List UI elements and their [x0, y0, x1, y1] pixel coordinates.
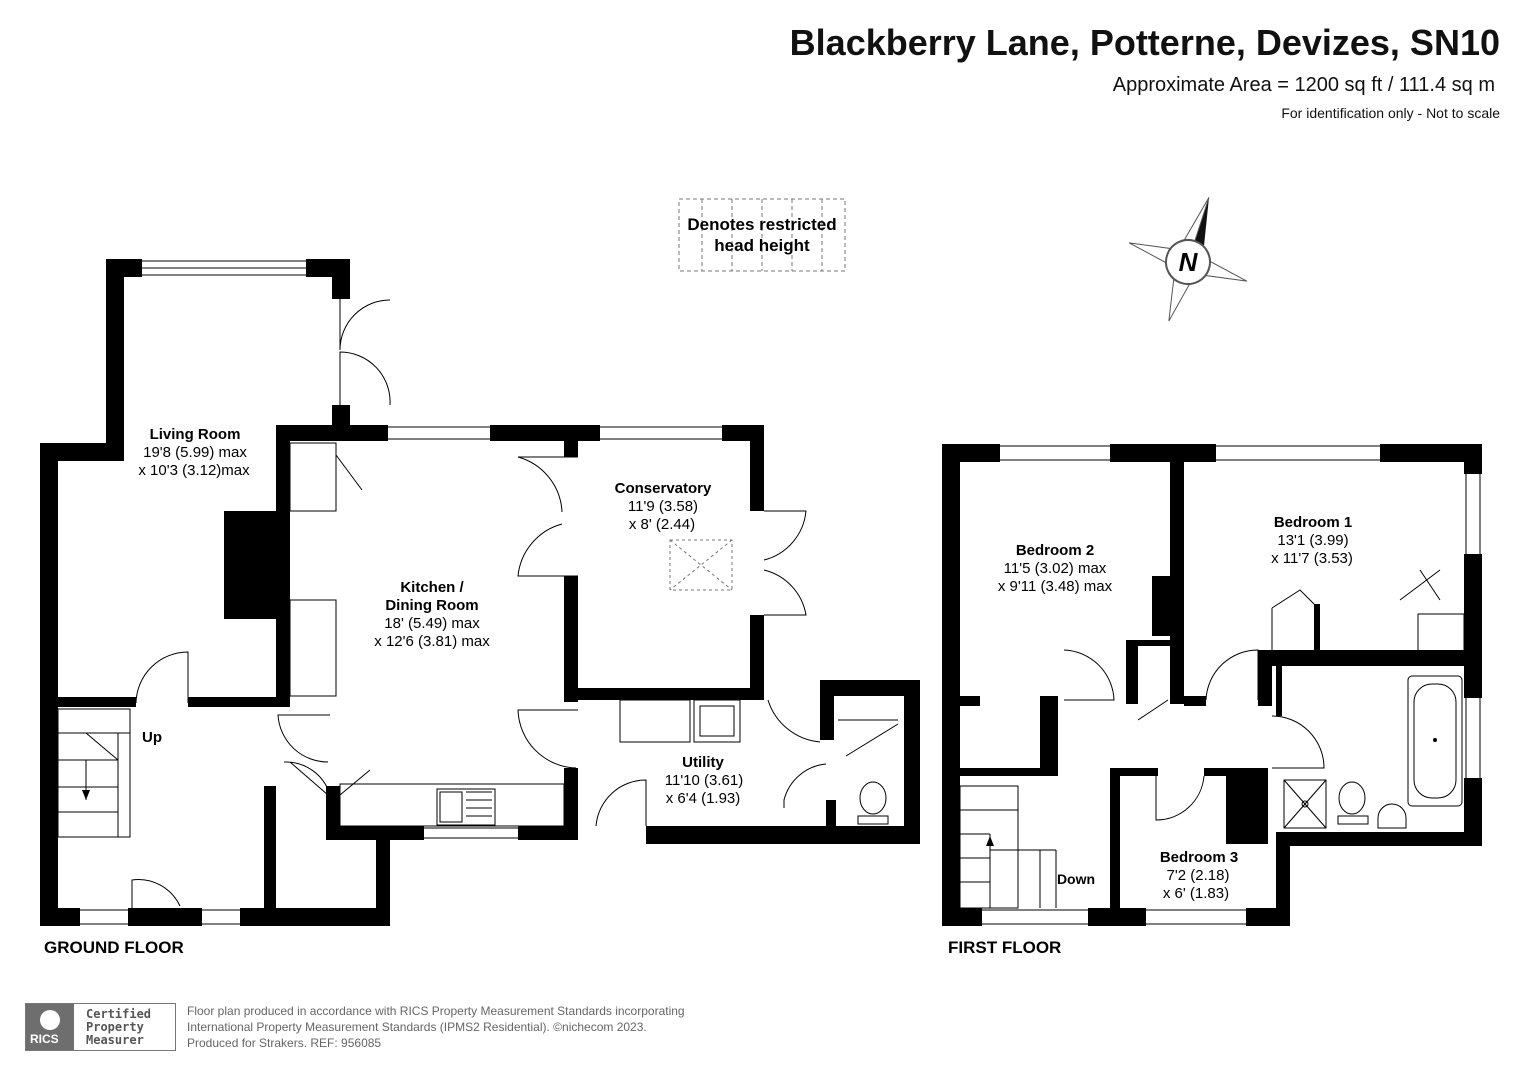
first-floor-plan [942, 444, 1482, 926]
svg-text:x 11'7 (3.53): x 11'7 (3.53) [1271, 550, 1353, 567]
footer-line-1: Floor plan produced in accordance with R… [187, 1004, 685, 1018]
svg-text:x 6'4 (1.93): x 6'4 (1.93) [666, 790, 741, 807]
conservatory-label: Conservatory 11'9 (3.58) x 8' (2.44) [615, 480, 712, 533]
rics-certification-badge: RICS Certified Property Measurer [25, 1003, 176, 1051]
identification-note: For identification only - Not to scale [1281, 105, 1500, 121]
svg-text:x 8' (2.44): x 8' (2.44) [629, 516, 695, 533]
svg-text:7'2 (2.18): 7'2 (2.18) [1167, 867, 1230, 884]
rics-logo-icon: RICS [26, 1004, 74, 1050]
property-address: Blackberry Lane, Potterne, Devizes, SN10 [789, 22, 1500, 63]
svg-text:13'1 (3.99): 13'1 (3.99) [1277, 532, 1348, 549]
bedroom-1-label: Bedroom 1 13'1 (3.99) x 11'7 (3.53) [1271, 514, 1353, 567]
svg-text:11'9 (3.58): 11'9 (3.58) [628, 498, 698, 515]
approximate-area: Approximate Area = 1200 sq ft / 111.4 sq… [1112, 74, 1495, 96]
svg-text:x 9'11 (3.48) max: x 9'11 (3.48) max [998, 578, 1113, 595]
svg-text:Kitchen /: Kitchen / [400, 579, 464, 596]
stairs-up-label: Up [142, 729, 162, 746]
legend-line-1: Denotes restricted [687, 215, 836, 234]
compass-label: N [1179, 247, 1199, 277]
living-room-label: Living Room 19'8 (5.99) max x 10'3 (3.12… [138, 426, 250, 479]
footer-line-2: International Property Measurement Stand… [187, 1020, 647, 1034]
footer-line-3: Produced for Strakers. REF: 956085 [187, 1036, 382, 1050]
ground-floor-label: GROUND FLOOR [44, 938, 184, 957]
footer-disclaimer: Floor plan produced in accordance with R… [187, 1003, 787, 1051]
bedroom-2-label: Bedroom 2 11'5 (3.02) max x 9'11 (3.48) … [998, 542, 1113, 595]
utility-label: Utility 11'10 (3.61) x 6'4 (1.93) [665, 754, 743, 807]
bedroom-3-label: Bedroom 3 7'2 (2.18) x 6' (1.83) [1160, 849, 1238, 902]
svg-text:Bedroom 3: Bedroom 3 [1160, 849, 1238, 866]
legend-line-2: head height [714, 236, 810, 255]
restricted-height-legend: Denotes restricted head height [678, 198, 846, 272]
svg-text:Dining Room: Dining Room [385, 597, 478, 614]
svg-text:11'5 (3.02) max: 11'5 (3.02) max [1004, 560, 1107, 577]
svg-text:x 6' (1.83): x 6' (1.83) [1163, 885, 1229, 902]
compass-north-icon [1128, 197, 1248, 322]
stairs-down-label: Down [1057, 871, 1095, 887]
svg-text:11'10 (3.61): 11'10 (3.61) [665, 772, 743, 789]
svg-text:x 10'3 (3.12)max: x 10'3 (3.12)max [138, 462, 250, 479]
certified-measurer-text: Certified Property Measurer [86, 1007, 152, 1047]
kitchen-dining-label: Kitchen / Dining Room 18' (5.49) max x 1… [374, 579, 490, 650]
first-floor-label: FIRST FLOOR [948, 938, 1061, 957]
svg-text:Utility: Utility [682, 754, 724, 771]
svg-text:19'8 (5.99) max: 19'8 (5.99) max [143, 444, 247, 461]
svg-text:Bedroom 1: Bedroom 1 [1274, 514, 1352, 531]
svg-text:Living Room: Living Room [150, 426, 241, 443]
ground-floor-plan [40, 259, 920, 926]
svg-text:18' (5.49) max: 18' (5.49) max [384, 615, 480, 632]
svg-text:Conservatory: Conservatory [615, 480, 712, 497]
svg-text:Bedroom 2: Bedroom 2 [1016, 542, 1094, 559]
svg-text:x 12'6 (3.81) max: x 12'6 (3.81) max [374, 633, 490, 650]
